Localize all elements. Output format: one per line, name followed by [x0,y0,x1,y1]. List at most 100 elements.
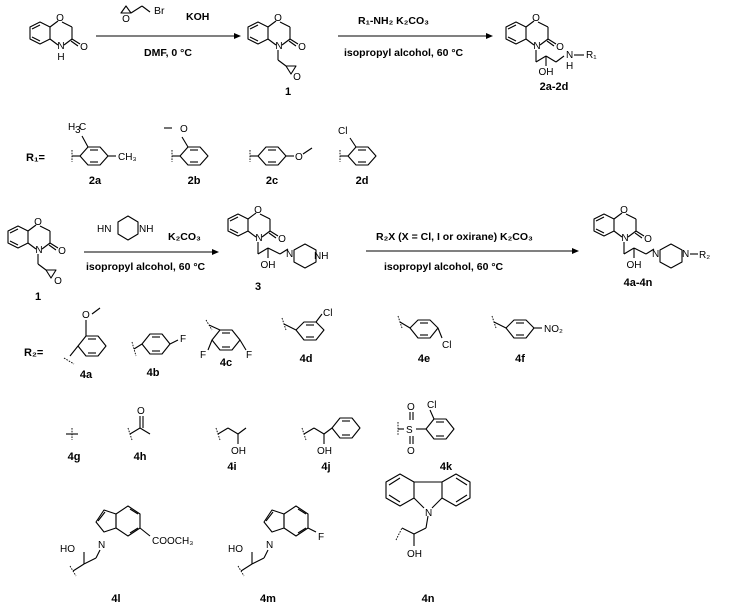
carbonyl-oxygen: O [137,406,145,417]
hydroxyl-group: OH [539,67,554,78]
step2-reagent: R₁-NH₂ K₂CO₃ [358,15,429,27]
r2-4j-hydroxyphenylethyl: OH 4j [301,417,361,473]
piperazine-nitrogen: N [682,249,689,260]
ring-nitrogen: N [255,233,262,244]
carbazole-nitrogen: N [425,508,432,519]
ring-oxygen: O [532,13,540,24]
ring-oxygen: O [56,13,64,24]
compound-1-repeat: O N O O 1 [7,217,66,303]
compound-4-structure: O N O OH N N R₂ 4a-4n [593,205,710,289]
step4-reagent: R₂X (X = Cl, I or oxirane) K₂CO₃ [376,231,533,243]
r2-4a-methoxyphenyl: O 4a [63,307,107,381]
r2-heading: R₂= [24,347,43,359]
methyl-group: CH₃ [118,152,137,163]
amine-nitrogen: N [566,50,573,61]
epoxide-oxygen: O [122,14,130,25]
label-4d: 4d [300,353,313,365]
arrow-step-4: R₂X (X = Cl, I or oxirane) K₂CO₃ isoprop… [366,231,579,273]
label-4n: 4n [422,593,435,605]
hydroxyl-group: HO [60,544,75,555]
step1-reagent: KOH [186,11,209,23]
r2-4n-carbazolyl: N OH 4n [385,473,471,605]
r1-2a-dimethylphenyl: H 3 C CH₃ 2a [68,122,137,187]
carbonyl-oxygen: O [644,234,652,245]
label-4k: 4k [440,461,453,473]
fluorine-atom: F [246,350,252,361]
nh-hydrogen: H [57,52,64,63]
ring-oxygen: O [254,205,262,216]
hydroxyl-group: OH [317,446,332,457]
r2-4g-hydrogen: 4g [66,428,80,463]
arrow-step-3: HN NH K₂CO₃ isopropyl alcohol, 60 °C [84,215,219,273]
arrow-step-2: R₁-NH₂ K₂CO₃ isopropyl alcohol, 60 °C [338,15,493,59]
fluorine-atom: F [180,334,186,345]
compound-3-structure: O N O OH N NH 3 [227,205,328,293]
indole-nitrogen: N [98,540,105,551]
r1-2b-methoxyphenyl: O 2b [164,124,209,187]
carbonyl-oxygen: O [58,246,66,257]
piperazine-nh: HN [97,224,111,235]
amine-hydrogen: H [566,61,573,72]
r1-substituent: R₁ [586,50,597,61]
epoxide-oxygen: O [54,276,62,287]
piperazine-nh: NH [139,224,153,235]
sulfonyl-oxygen: O [407,402,415,413]
piperazine-nh: NH [314,251,328,262]
step2-conditions: isopropyl alcohol, 60 °C [344,47,464,59]
label-2b: 2b [188,175,201,187]
step3-conditions: isopropyl alcohol, 60 °C [86,261,206,273]
r2-4d-chlorobenzyl: Cl 4d [281,308,332,365]
ring-nitrogen: N [57,41,64,52]
methyl-subscript: 3 [75,125,81,136]
benzoxazinone-starting-material: O N H O [29,13,88,63]
methoxy-oxygen: O [295,152,303,163]
r2-4e-chlorobenzyl: Cl 4e [397,315,451,365]
chlorine-atom: Cl [338,126,347,137]
ring-oxygen: O [34,217,42,228]
label-4j: 4j [321,461,330,473]
chlorine-atom: Cl [442,340,451,351]
ring-nitrogen: N [621,233,628,244]
r1-heading: R₁= [26,152,45,164]
compound-1-label-row2: 1 [35,291,41,303]
carbonyl-oxygen: O [556,42,564,53]
label-4a: 4a [80,369,93,381]
label-4m: 4m [260,593,276,605]
methoxy-oxygen: O [82,310,90,321]
label-4c: 4c [220,357,232,369]
label-2c: 2c [266,175,278,187]
r2-4c-difluorobenzyl: F F 4c [200,319,252,369]
sulfur-atom: S [406,425,413,436]
bromide-label: Br [154,5,165,17]
ring-nitrogen: N [35,245,42,256]
compound-2-structure: O N O OH N H R₁ 2a-2d [505,13,597,93]
label-4g: 4g [68,451,81,463]
epoxide-oxygen: O [293,72,301,83]
carbonyl-oxygen: O [298,42,306,53]
arrow-step-1: O Br KOH DMF, 0 °C [96,5,241,59]
r2-4f-nitrobenzyl: NO₂ 4f [491,315,563,365]
hydroxyl-group: OH [407,549,422,560]
label-2d: 2d [356,175,369,187]
piperazine-nitrogen: N [286,249,293,260]
nitro-group: NO₂ [544,324,563,335]
r2-substituent: R₂ [699,250,710,261]
indole-nitrogen: N [266,540,273,551]
r2-4k-chlorophenylsulfonyl: S O O Cl 4k [397,400,455,473]
chlorine-atom: Cl [427,400,436,411]
ester-group: COOCH₃ [152,536,193,547]
compound-3-label: 3 [255,281,261,293]
ring-nitrogen: N [533,41,540,52]
ring-oxygen: O [620,205,628,216]
hydroxyl-group: HO [228,544,243,555]
compound-2a-2d-label: 2a-2d [540,81,569,93]
label-4l: 4l [111,593,120,605]
r2-4l-indolyl-ester: N HO COOCH₃ 4l [60,505,193,605]
step3-reagent: K₂CO₃ [168,231,201,243]
label-4f: 4f [515,353,525,365]
compound-4a-4n-label: 4a-4n [624,277,653,289]
r1-2c-methoxyphenyl: O 2c [249,146,313,187]
r2-4m-fluoroindolyl: N HO F 4m [228,505,324,605]
hydroxyl-group: OH [231,446,246,457]
piperazine-nitrogen: N [652,249,659,260]
